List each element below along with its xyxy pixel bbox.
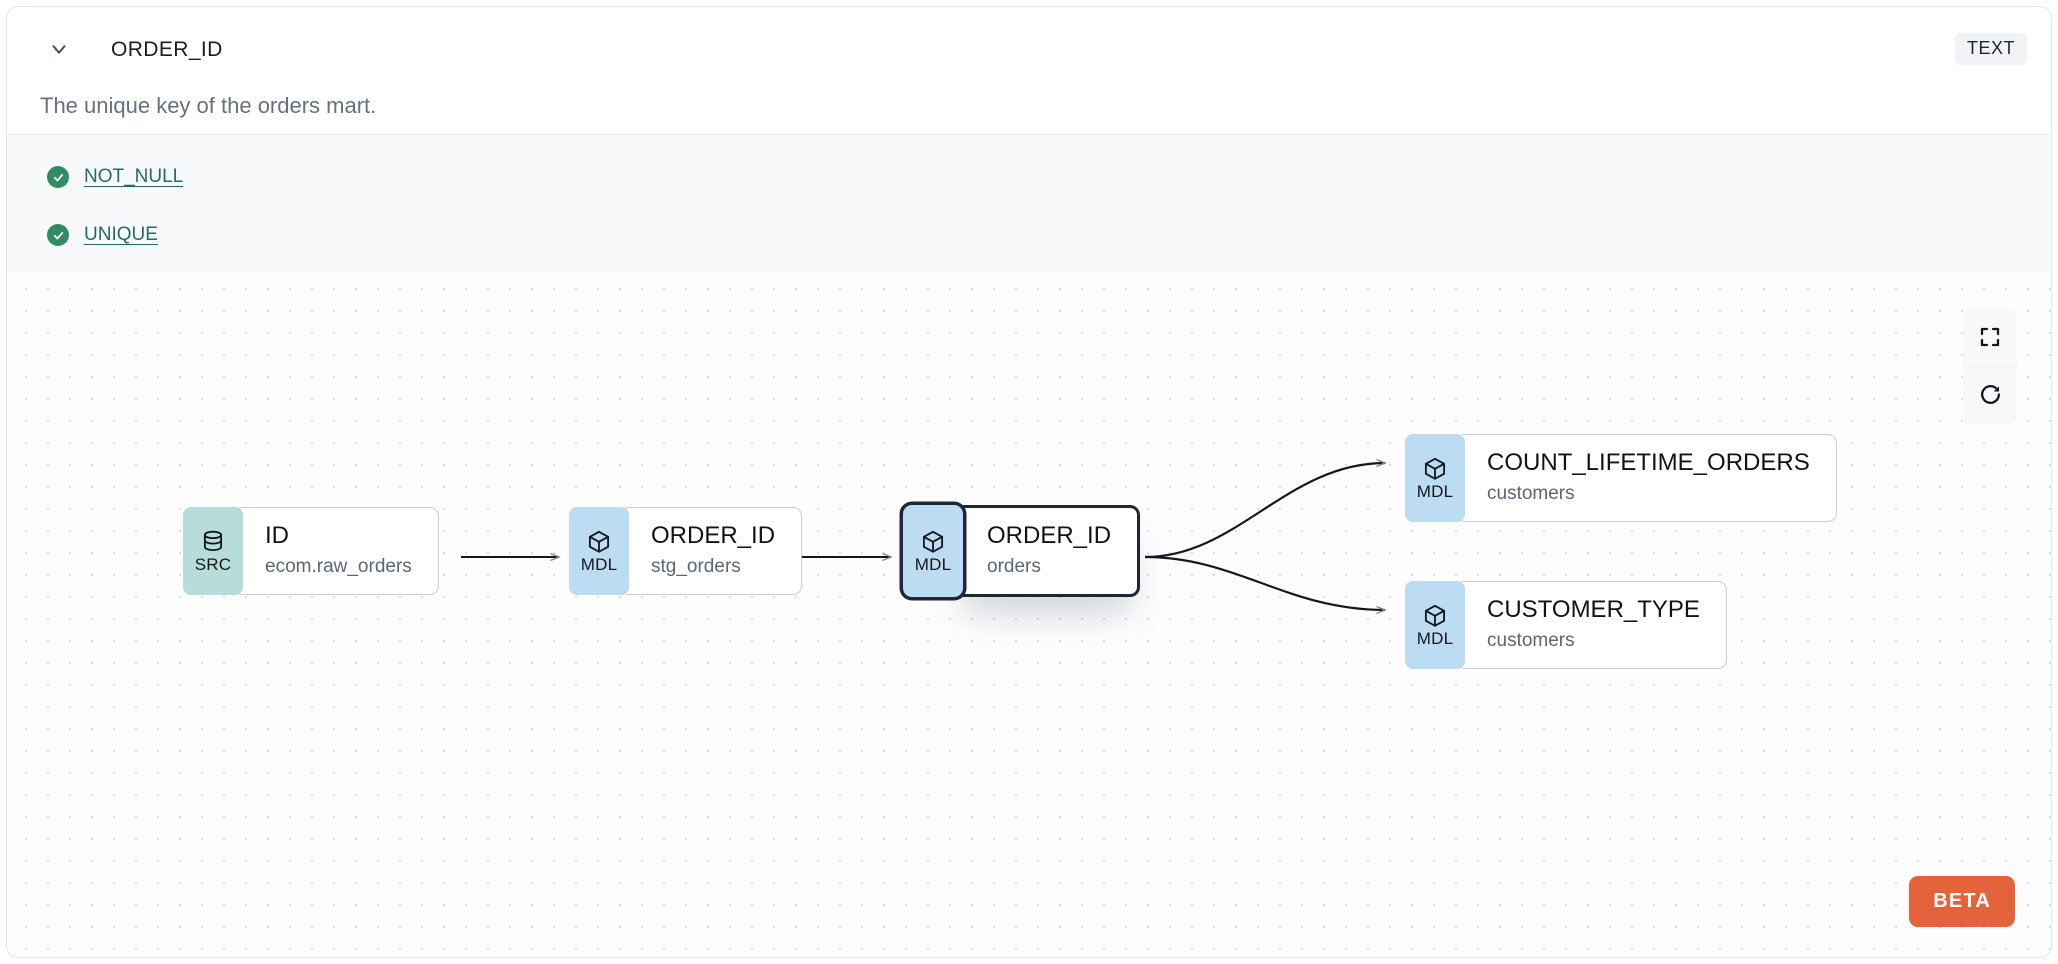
node-subtitle: customers: [1487, 629, 1575, 651]
node-subtitle: stg_orders: [651, 555, 741, 577]
node-name: ID: [265, 522, 289, 549]
node-name: ORDER_ID: [987, 522, 1112, 549]
edge-n3-n4: [1144, 463, 1385, 559]
edge-n3-n5: [1144, 555, 1385, 610]
node-badge-label: SRC: [194, 554, 232, 574]
column-description: The unique key of the orders mart.: [40, 93, 377, 118]
node-name: CUSTOMER_TYPE: [1487, 596, 1700, 623]
lineage-node-customer-type[interactable]: MDL CUSTOMER_TYPE customers: [1405, 581, 1727, 670]
node-body: ORDER_ID stg_orders: [620, 507, 803, 596]
node-badge-label: MDL: [1416, 481, 1454, 501]
node-type-badge-mdl: MDL: [1405, 581, 1465, 670]
test-link-unique[interactable]: UNIQUE: [84, 224, 158, 245]
node-name: ORDER_ID: [651, 522, 776, 549]
node-badge-label: MDL: [914, 554, 952, 574]
cube-icon: [1422, 456, 1448, 483]
cube-icon: [1422, 603, 1448, 630]
data-type-badge: TEXT: [1954, 33, 2027, 65]
node-body: COUNT_LIFETIME_ORDERS customers: [1456, 434, 1837, 523]
lineage-node-orders-selected[interactable]: MDL ORDER_ID orders: [903, 505, 1141, 598]
panel-header: ORDER_ID TEXT The unique key of the orde…: [7, 7, 2051, 118]
chevron-down-icon[interactable]: [45, 35, 73, 63]
node-body: CUSTOMER_TYPE customers: [1456, 581, 1727, 670]
lineage-canvas[interactable]: SRC ID ecom.raw_orders MDL ORDE: [7, 272, 2051, 957]
node-subtitle: orders: [987, 555, 1041, 577]
beta-badge[interactable]: BETA: [1909, 876, 2015, 927]
node-subtitle: ecom.raw_orders: [265, 555, 412, 577]
node-body: ORDER_ID orders: [954, 505, 1141, 598]
canvas-controls: [1963, 308, 2017, 424]
node-badge-label: MDL: [1416, 628, 1454, 648]
reset-icon[interactable]: [1963, 366, 2017, 424]
lineage-node-count-lifetime-orders[interactable]: MDL COUNT_LIFETIME_ORDERS customers: [1405, 434, 1837, 523]
node-type-badge-mdl: MDL: [903, 505, 963, 598]
cube-icon: [920, 529, 946, 556]
node-subtitle: customers: [1487, 482, 1575, 504]
node-body: ID ecom.raw_orders: [234, 507, 439, 596]
check-circle-icon: [47, 224, 69, 246]
lineage-node-src-id[interactable]: SRC ID ecom.raw_orders: [183, 507, 439, 596]
test-row: NOT_NULL: [47, 157, 2051, 197]
node-type-badge-src: SRC: [183, 507, 243, 596]
page-title: ORDER_ID: [111, 38, 223, 61]
node-name: COUNT_LIFETIME_ORDERS: [1487, 449, 1810, 476]
lineage-node-stg-orders[interactable]: MDL ORDER_ID stg_orders: [569, 507, 803, 596]
lineage-edges: [461, 272, 2051, 957]
node-type-badge-mdl: MDL: [569, 507, 629, 596]
test-row: UNIQUE: [47, 215, 2051, 255]
fit-view-icon[interactable]: [1963, 308, 2017, 366]
node-badge-label: MDL: [580, 554, 618, 574]
check-circle-icon: [47, 166, 69, 188]
database-icon: [200, 529, 226, 556]
cube-icon: [586, 529, 612, 556]
node-type-badge-mdl: MDL: [1405, 434, 1465, 523]
column-detail-panel: ORDER_ID TEXT The unique key of the orde…: [6, 6, 2052, 958]
test-link-not-null[interactable]: NOT_NULL: [84, 166, 184, 187]
tests-section: NOT_NULL UNIQUE: [7, 134, 2051, 280]
